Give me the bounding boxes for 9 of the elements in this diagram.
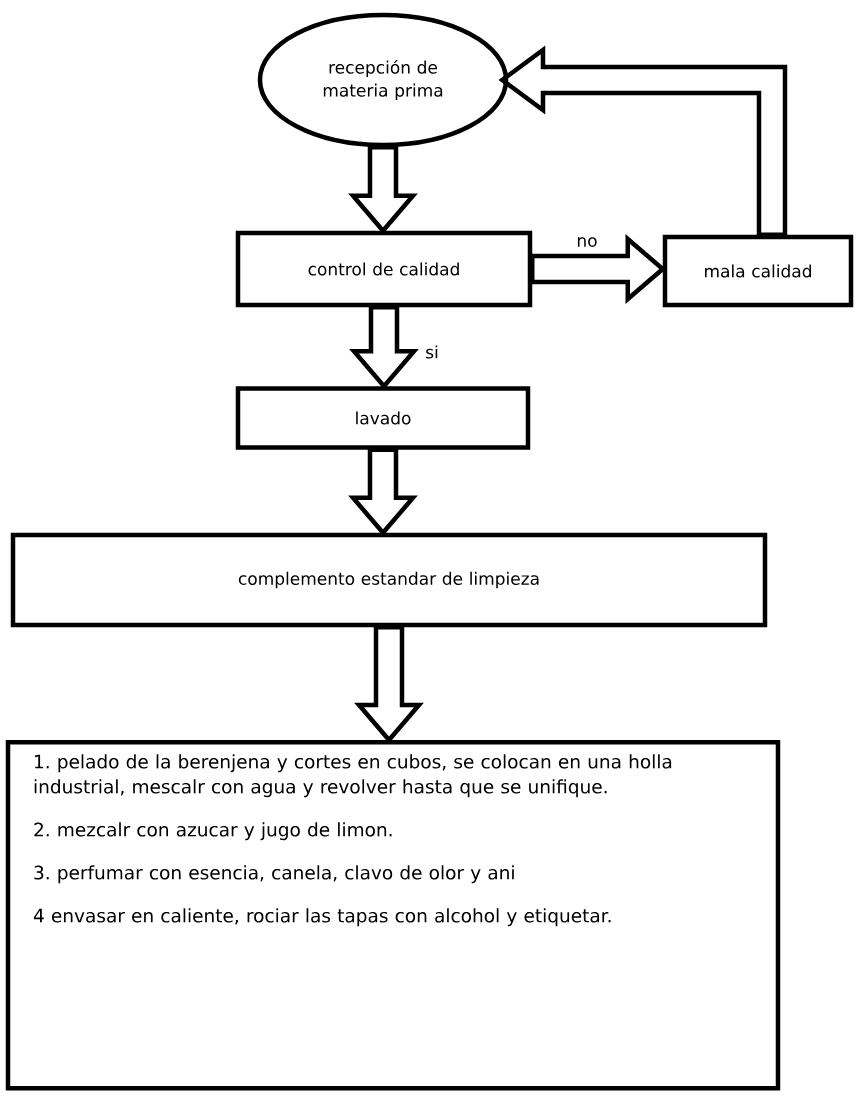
process-box: complemento estandar de limpieza xyxy=(10,532,768,628)
steps-box: 1. pelado de la berenjena y cortes en cubos, se colocan en una holla industrial, mescalr con agua y revolver hasta que se unifique. 2. mezcalr con azucar y jugo de limon. 3. perfumar con esencia, canela, clavo de olor y ani 4 envasar en caliente, rociar las tapas con alcohol y etiquetar. xyxy=(5,740,781,1091)
block-arrow xyxy=(349,305,419,390)
process-box: control de calidad xyxy=(235,230,533,308)
edge-label: no xyxy=(575,236,599,248)
process-box: mala calidad xyxy=(662,234,854,308)
process-box: lavado xyxy=(235,386,531,450)
block-arrow xyxy=(498,45,788,237)
edge-label: si xyxy=(424,344,440,360)
